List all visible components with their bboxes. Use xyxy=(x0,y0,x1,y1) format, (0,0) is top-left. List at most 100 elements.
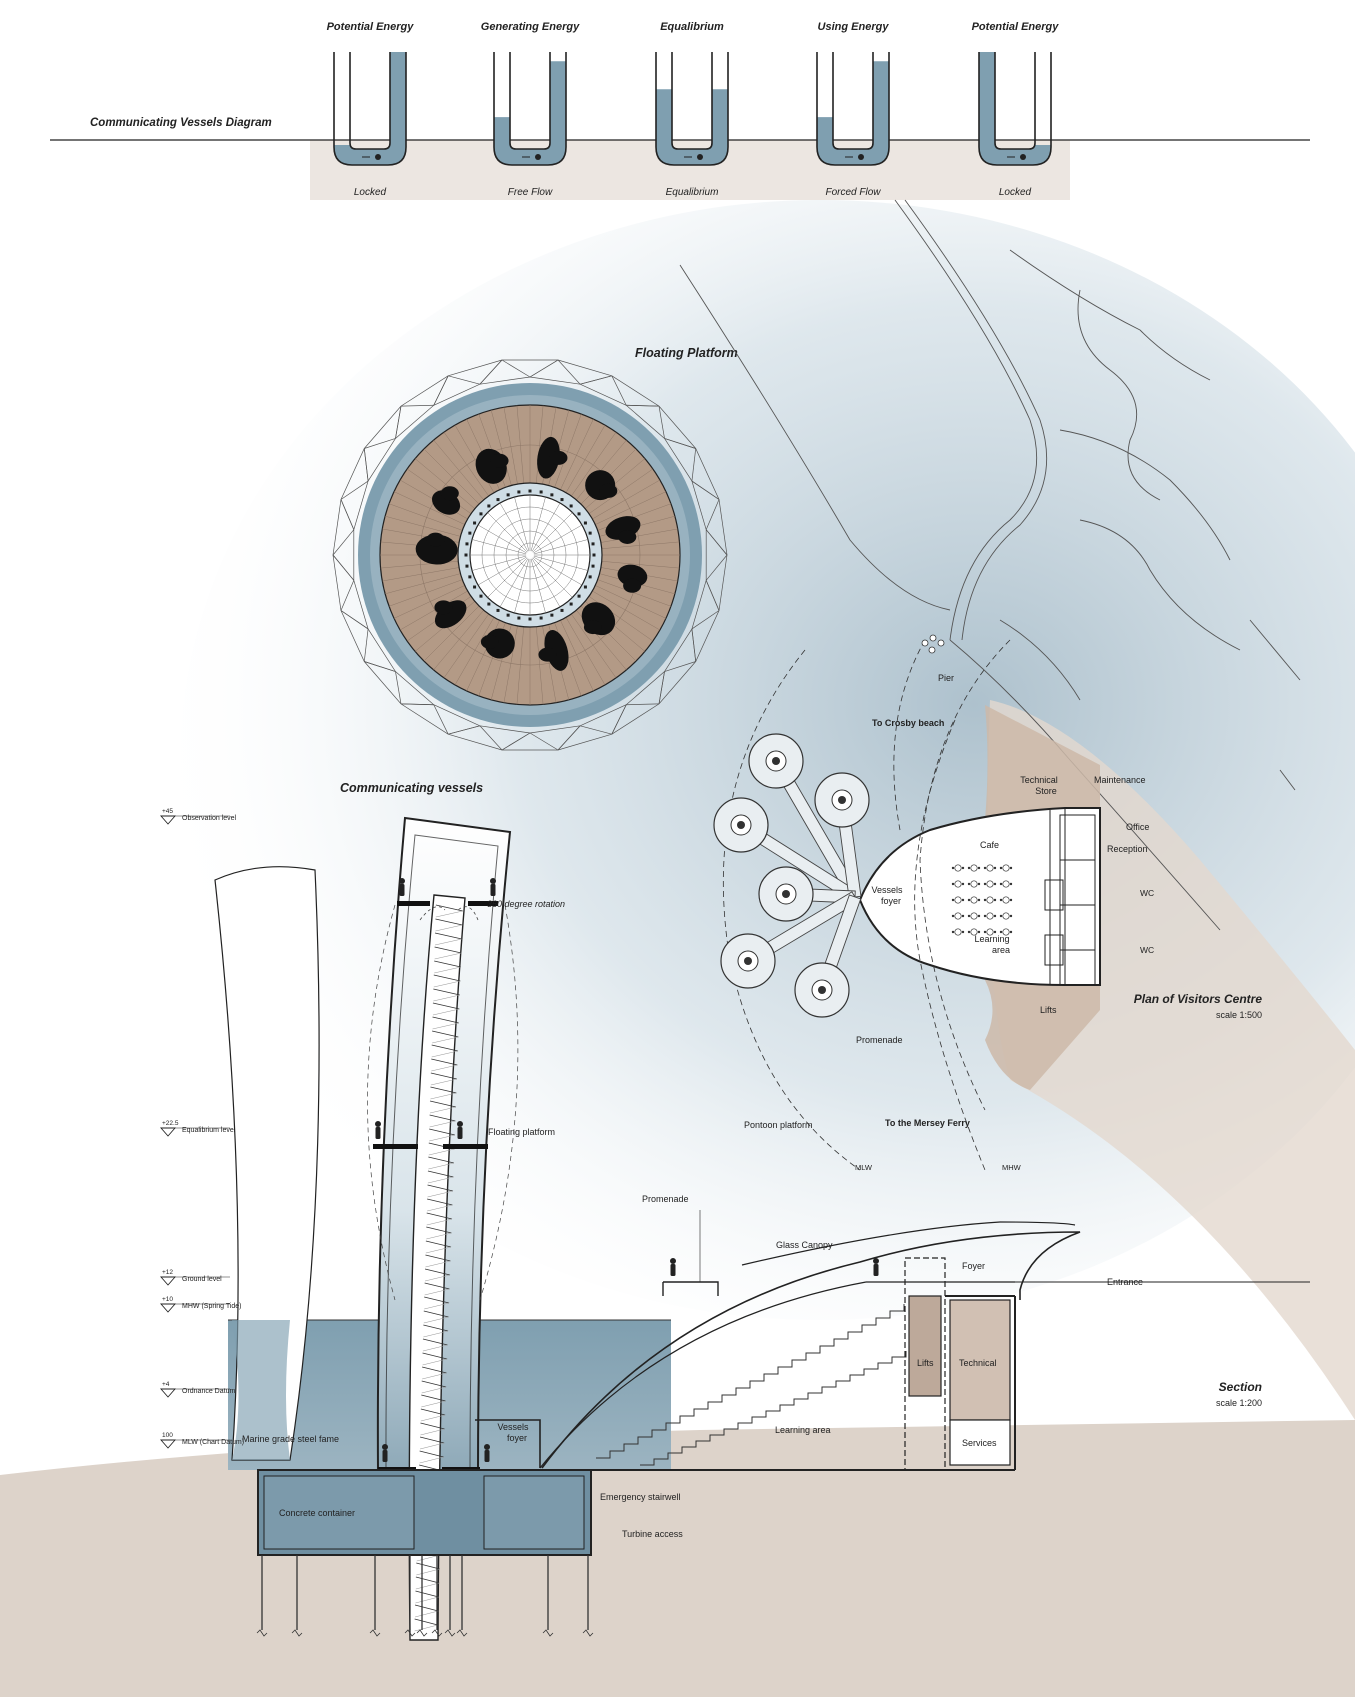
u-tube-caption: Free Flow xyxy=(508,187,553,198)
lift-shaft xyxy=(904,1257,946,1471)
route-line xyxy=(893,639,926,831)
reception-label: Reception xyxy=(1107,844,1148,854)
office-label: Office xyxy=(1126,822,1149,832)
section-drawing: Communicating vessels xyxy=(160,781,1310,1641)
u-tube-heading: Using Energy xyxy=(818,21,890,33)
observation-platform-left xyxy=(397,901,430,906)
learning-area-section-label: Learning area xyxy=(775,1425,831,1435)
white-vessel-tube xyxy=(214,866,320,1461)
maintenance-label: Maintenance xyxy=(1094,775,1146,785)
u-tube-heading: Potential Energy xyxy=(327,21,415,33)
visitors-centre-building xyxy=(858,807,1101,986)
u-tube-water xyxy=(979,52,1051,165)
cafe-label: Cafe xyxy=(980,840,999,850)
mlw-label: MLW xyxy=(855,1163,873,1172)
mlw-line xyxy=(722,649,861,1171)
level-value: +12 xyxy=(162,1269,173,1276)
u-tube-water xyxy=(334,52,406,165)
floating-platform-right xyxy=(443,1144,488,1149)
level-label: Ordnance Datum xyxy=(182,1388,235,1395)
learning-area-steps xyxy=(596,1304,907,1466)
pontoon-pod-4 xyxy=(758,866,814,922)
pontoon-pod-2 xyxy=(713,797,769,853)
u-tube-water xyxy=(494,61,566,165)
floating-platform: Floating Platform xyxy=(332,346,738,751)
concrete-container-label: Concrete container xyxy=(279,1508,355,1518)
rotation-label: 360 degree rotation xyxy=(487,899,565,909)
floating-platform-section-label: Floating platform xyxy=(488,1127,555,1137)
pontoon-pods xyxy=(713,634,945,1018)
u-tube-caption: Forced Flow xyxy=(825,187,881,198)
level-label: MHW (Spring Tide) xyxy=(182,1303,242,1310)
emergency-stairwell-label: Emergency stairwell xyxy=(600,1492,681,1502)
promenade-section-label: Promenade xyxy=(642,1194,689,1204)
services-label: Services xyxy=(962,1438,997,1448)
services-room xyxy=(949,1419,1011,1466)
floating-platform-left xyxy=(373,1144,418,1149)
entrance-label: Entrance xyxy=(1107,1277,1143,1287)
pontoon-platform-label: Pontoon platform xyxy=(744,1120,813,1130)
stair-core xyxy=(408,894,466,1641)
wc2-label: WC xyxy=(1140,945,1154,955)
pontoon-pod-3 xyxy=(814,772,870,828)
u-tube-heading: Potential Energy xyxy=(972,21,1060,33)
pontoon-pod-6 xyxy=(794,962,850,1018)
u-tube-caption: Locked xyxy=(354,187,387,198)
vessels-diagram: Communicating Vessels Diagram Potential … xyxy=(50,21,1310,200)
communicating-vessels-title: Communicating vessels xyxy=(340,781,483,795)
level-value: +4 xyxy=(162,1381,170,1388)
cafe-tables xyxy=(951,814,1096,986)
turbine-access-label: Turbine access xyxy=(622,1529,683,1539)
plan-title: Plan of Visitors Centre xyxy=(1134,992,1263,1006)
level-label: MLW (Chart Datum) xyxy=(182,1439,244,1446)
section-scale: scale 1:200 xyxy=(1216,1398,1262,1408)
level-label: Equalibrium level xyxy=(182,1127,236,1134)
mhw-line xyxy=(914,719,986,1171)
level-label: Observation level xyxy=(182,815,237,822)
plan-scale: scale 1:500 xyxy=(1216,1010,1262,1020)
lifts-plan-label: Lifts xyxy=(1040,1005,1057,1015)
level-value: +45 xyxy=(162,808,173,815)
pontoon-pod-5 xyxy=(720,933,776,989)
glass-canopy-label: Glass Canopy xyxy=(776,1240,833,1250)
to-mersey-label: To the Mersey Ferry xyxy=(885,1118,970,1128)
foundation-piles xyxy=(256,1555,594,1637)
u-tube-caption: Equalibrium xyxy=(666,187,719,198)
steel-frame-label: Marine grade steel fame xyxy=(242,1434,339,1444)
level-value: +22.5 xyxy=(162,1120,179,1127)
level-value: 100 xyxy=(162,1432,173,1439)
level-value: +10 xyxy=(162,1296,173,1303)
section-title: Section xyxy=(1219,1380,1262,1394)
pier-label: Pier xyxy=(938,673,954,683)
observation-platform-right xyxy=(468,901,498,906)
technical-room xyxy=(949,1299,1011,1421)
u-tube-heading: Equalibrium xyxy=(660,21,724,33)
floating-platform-title: Floating Platform xyxy=(635,346,738,360)
foyer-label: Foyer xyxy=(962,1261,985,1271)
people-figures xyxy=(375,878,879,1462)
visitor-silhouettes xyxy=(415,436,648,671)
u-tube-heading: Generating Energy xyxy=(481,21,580,33)
u-tube-caption: Locked xyxy=(999,187,1032,198)
u-tube-water xyxy=(656,89,728,165)
level-label: Ground level xyxy=(182,1276,222,1283)
wc1-label: WC xyxy=(1140,888,1154,898)
glass-canopy xyxy=(541,1231,1081,1469)
u-tube-water xyxy=(817,61,889,165)
lifts-section-label: Lifts xyxy=(917,1358,934,1368)
to-crosby-label: To Crosby beach xyxy=(872,718,944,728)
